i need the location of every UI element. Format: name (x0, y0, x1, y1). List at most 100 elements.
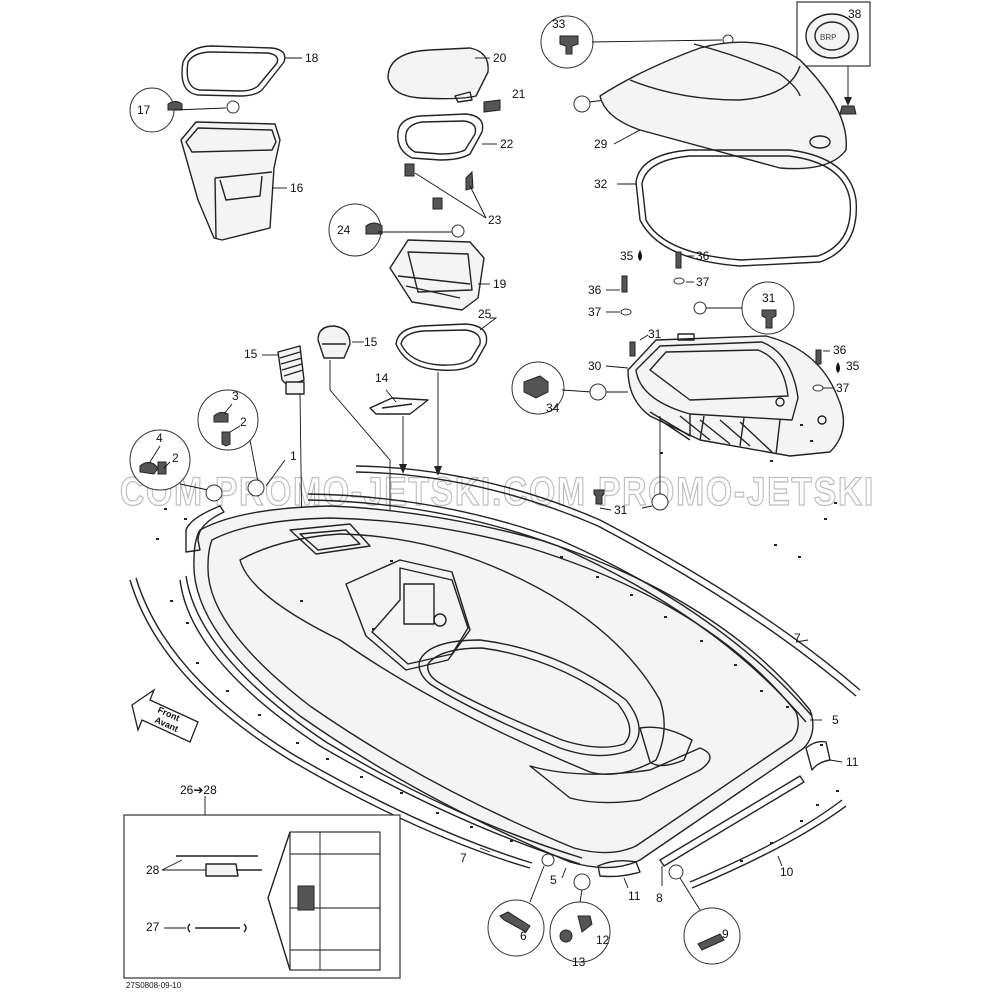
callout-number-31a: 31 (762, 291, 776, 305)
part-11-corner-right (805, 740, 831, 771)
part-29-cover (599, 41, 847, 170)
fastener-dot (798, 556, 801, 558)
callout-number-31c: 31 (614, 503, 628, 517)
svg-text:BRP: BRP (820, 33, 836, 42)
fastener-dot (186, 622, 189, 624)
callout-4-2-detail (129, 429, 191, 491)
fastener-dot (770, 842, 773, 844)
fastener-dot (296, 742, 299, 744)
part-23-clip-b (465, 170, 474, 191)
callout-number-15b: 15 (364, 335, 378, 349)
part-8-edge (659, 775, 805, 867)
callout-number-31b: 31 (648, 327, 662, 341)
fastener-dot (816, 804, 819, 806)
fastener-dot (700, 640, 703, 642)
callout-number-21: 21 (512, 87, 526, 101)
part-32-gasket (635, 149, 858, 267)
callout-number-15a: 15 (244, 347, 258, 361)
fastener-dot (820, 744, 823, 746)
fastener-dot (400, 792, 403, 794)
part-11-corner-left (597, 859, 641, 878)
part-30-tub (627, 333, 845, 457)
callout-number-28: 28 (146, 863, 160, 877)
part-23-clip-c (432, 197, 443, 210)
callout-number-27: 27 (146, 920, 160, 934)
callout-number-25: 25 (478, 307, 492, 321)
part-35-drop-a (638, 250, 642, 261)
fastener-dot (834, 502, 837, 504)
part-7-rail-right (355, 465, 861, 691)
fastener-dot (390, 560, 393, 562)
callout-number-10: 10 (780, 865, 794, 879)
part-18-gasket (181, 45, 286, 97)
part-1-bumper (185, 505, 225, 553)
fastener-dot (770, 460, 773, 462)
callout-number-35b: 35 (846, 359, 860, 373)
fastener-dot (660, 452, 663, 454)
fastener-dot (196, 662, 199, 664)
fastener-dot (170, 600, 173, 602)
hull-main (193, 505, 814, 869)
part-38-badge: BRP (796, 1, 871, 67)
fastener-dot (372, 628, 375, 630)
callout-number-22: 22 (500, 137, 514, 151)
front-direction-arrow: Front Avant (131, 688, 199, 743)
callout-12-13-detail (549, 901, 611, 963)
fastener-dot (164, 508, 167, 510)
part-10-rail (689, 799, 843, 883)
part-15-vent-b (317, 325, 351, 359)
callout-number-33: 33 (552, 17, 566, 31)
callout-number-20: 20 (493, 51, 507, 65)
fastener-dot (300, 600, 303, 602)
fastener-dot (470, 826, 473, 828)
callout-number-17: 17 (137, 103, 151, 117)
callout-number-19: 19 (493, 277, 507, 291)
callout-number-3: 3 (232, 389, 239, 403)
callout-number-5a: 5 (832, 713, 839, 727)
fastener-dot (510, 840, 513, 842)
part-21-clip (483, 99, 501, 113)
fastener-dot (360, 776, 363, 778)
callout-number-7b: 7 (460, 851, 467, 865)
part-22-frame (397, 113, 484, 161)
callout-number-16: 16 (290, 181, 304, 195)
drawing-reference-code: 27S0808-09-10 (126, 981, 182, 990)
fastener-dot (836, 790, 839, 792)
part-35-drop-b (836, 362, 840, 373)
fastener-dot (258, 714, 261, 716)
callout-number-37c: 37 (836, 381, 850, 395)
callout-number-11a: 11 (846, 755, 859, 769)
fastener-dot (786, 706, 789, 708)
fastener-dot (596, 576, 599, 578)
callout-number-30: 30 (588, 359, 602, 373)
callout-9-detail (683, 907, 741, 965)
callout-number-36c: 36 (833, 343, 847, 357)
callout-number-13: 13 (572, 955, 586, 969)
fastener-dot (560, 556, 563, 558)
callout-number-2b: 2 (172, 451, 179, 465)
fastener-dot (326, 758, 329, 760)
callout-number-38: 38 (848, 7, 862, 21)
fastener-dot (630, 594, 633, 596)
fastener-dot (184, 518, 187, 520)
fastener-dots (156, 424, 839, 862)
callout-number-12: 12 (596, 933, 610, 947)
callout-number-32: 32 (594, 177, 608, 191)
callout-number-24: 24 (337, 223, 351, 237)
fastener-dot (810, 440, 813, 442)
callout-number-36b: 36 (588, 283, 602, 297)
callout-number-36a: 36 (696, 249, 710, 263)
fastener-dot (774, 544, 777, 546)
part-23-clip-a (404, 163, 415, 177)
fastener-dot (740, 860, 743, 862)
callout-number-11b: 11 (628, 889, 641, 903)
fastener-dot (436, 812, 439, 814)
part-19-housing (389, 239, 485, 311)
callout-6-detail (487, 899, 545, 957)
kit-box-26-28 (123, 796, 401, 979)
callout-number-34: 34 (546, 401, 560, 415)
part-5-edge-right (307, 493, 813, 717)
